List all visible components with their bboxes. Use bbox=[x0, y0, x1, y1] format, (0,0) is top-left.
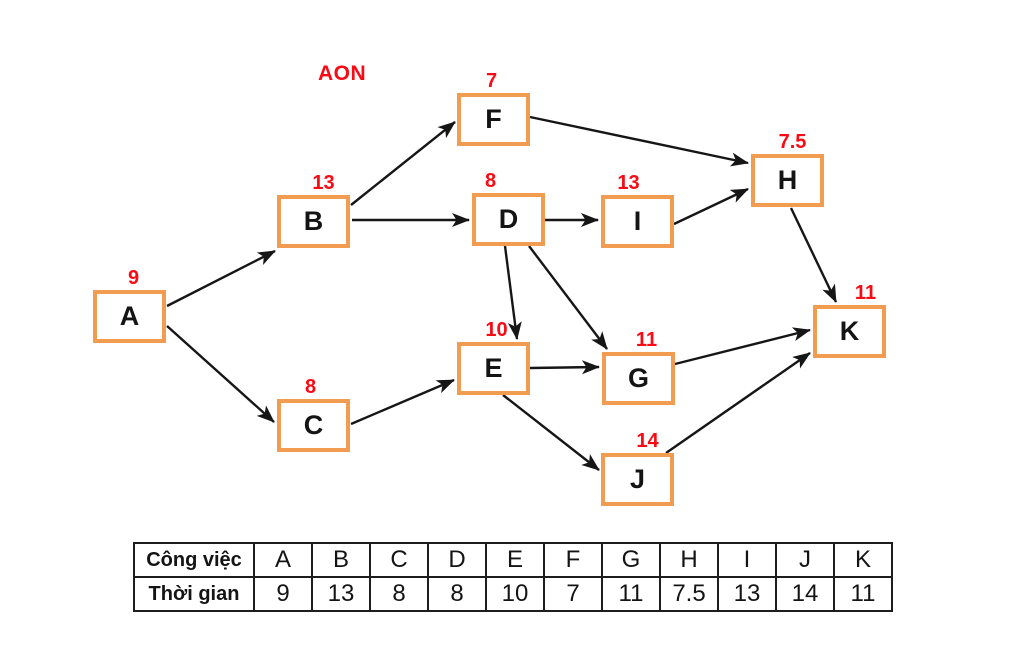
node-label-G: G bbox=[627, 363, 649, 393]
node-label-A: A bbox=[119, 301, 140, 331]
duration-label-E: 10 bbox=[485, 319, 508, 341]
task-cell-G: G bbox=[601, 542, 661, 578]
node-label-F: F bbox=[485, 104, 502, 134]
duration-label-C: 8 bbox=[304, 376, 317, 398]
edge-A-C bbox=[166, 325, 275, 423]
task-cell-E: E bbox=[485, 542, 545, 578]
duration-cell-F: 7 bbox=[543, 576, 603, 612]
duration-label-K: 11 bbox=[854, 282, 877, 304]
node-label-C: C bbox=[303, 410, 324, 440]
duration-cell-I: 13 bbox=[717, 576, 777, 612]
duration-cell-J: 14 bbox=[775, 576, 835, 612]
duration-cell-H: 7.5 bbox=[659, 576, 719, 612]
duration-label-G: 11 bbox=[635, 329, 658, 351]
duration-cell-G: 11 bbox=[601, 576, 661, 612]
duration-label-I: 13 bbox=[617, 172, 640, 194]
row-header: Thời gian bbox=[133, 576, 255, 612]
edge-F-H bbox=[529, 115, 749, 167]
task-cell-K: K bbox=[833, 542, 893, 578]
edge-H-K bbox=[789, 207, 838, 303]
duration-cell-E: 10 bbox=[485, 576, 545, 612]
edge-C-E bbox=[350, 378, 455, 426]
duration-label-H: 7.5 bbox=[778, 131, 807, 153]
duration-cell-A: 9 bbox=[253, 576, 313, 612]
node-label-E: E bbox=[484, 353, 503, 383]
node-label-B: B bbox=[303, 206, 324, 236]
task-cell-J: J bbox=[775, 542, 835, 578]
edge-I-H bbox=[673, 187, 749, 226]
duration-cell-D: 8 bbox=[427, 576, 487, 612]
duration-label-A: 9 bbox=[127, 267, 140, 289]
edge-A-B bbox=[166, 249, 276, 308]
edge-B-F bbox=[350, 121, 456, 206]
task-cell-A: A bbox=[253, 542, 313, 578]
duration-label-B: 13 bbox=[312, 172, 335, 194]
task-cell-I: I bbox=[717, 542, 777, 578]
row-header: Công việc bbox=[133, 542, 255, 578]
node-label-I: I bbox=[633, 206, 642, 236]
duration-cell-K: 11 bbox=[833, 576, 893, 612]
node-label-D: D bbox=[498, 204, 519, 234]
duration-cell-C: 8 bbox=[369, 576, 429, 612]
duration-label-F: 7 bbox=[485, 70, 498, 92]
diagram-title: AON bbox=[318, 62, 367, 85]
node-label-J: J bbox=[629, 464, 646, 494]
edge-D-E bbox=[503, 245, 522, 340]
duration-cell-B: 13 bbox=[311, 576, 371, 612]
task-cell-D: D bbox=[427, 542, 487, 578]
edge-E-G bbox=[529, 360, 600, 375]
task-cell-F: F bbox=[543, 542, 603, 578]
edge-G-K bbox=[674, 327, 811, 366]
edge-D-G bbox=[528, 245, 608, 350]
duration-label-J: 14 bbox=[636, 430, 659, 452]
task-cell-B: B bbox=[311, 542, 371, 578]
node-label-K: K bbox=[839, 316, 860, 346]
node-label-H: H bbox=[777, 165, 798, 195]
task-cell-H: H bbox=[659, 542, 719, 578]
edge-E-J bbox=[502, 394, 600, 471]
task-cell-C: C bbox=[369, 542, 429, 578]
edge-J-K bbox=[665, 352, 811, 454]
duration-label-D: 8 bbox=[484, 170, 497, 192]
